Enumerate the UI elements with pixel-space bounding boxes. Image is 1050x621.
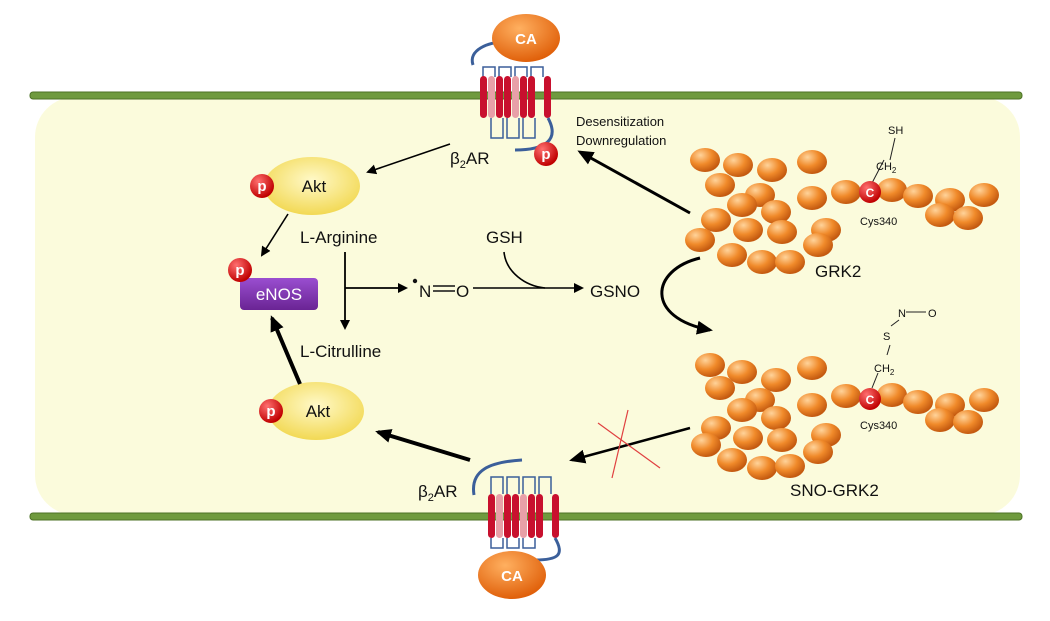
grk2-bead [701,208,731,232]
grk2-bead [685,228,715,252]
sno-grk2-bead [691,433,721,457]
akt-label-top: Akt [302,177,327,196]
sno-grk2-bead [831,384,861,408]
no-n-label: N [419,282,431,301]
grk2-bead [969,183,999,207]
grk2-bead [775,250,805,274]
grk2-bead [757,158,787,182]
grk2-bead [831,180,861,204]
enos-label: eNOS [256,285,302,304]
sno-grk2-bead [797,393,827,417]
cell-cytoplasm [35,97,1020,515]
grk2-bead [723,153,753,177]
s-label: S [883,331,890,343]
sno-grk2-bead [803,440,833,464]
grk2-bead [925,203,955,227]
nitric-oxide: N O [412,278,469,301]
sno-grk2-bead [747,456,777,480]
b2ar-label-top: β2AR [450,149,490,171]
sh-label: SH [888,125,903,137]
arrow-akt-to-enos [260,213,289,257]
p-label-akt-top: p [257,178,266,195]
sno-grk2-bead [767,428,797,452]
ligand-ca-bottom: CA [478,551,546,599]
cys340-label-bottom: Cys340 [860,420,897,432]
p-label-enos: p [235,262,244,279]
sno-grk2-protein [691,353,999,480]
sno-grk2-bead [727,398,757,422]
grk2-bead [747,250,777,274]
phospho-b2ar-top: p [534,142,558,166]
akt-top: Akt p [250,157,360,215]
grk2-bead [803,233,833,257]
grk2-bead [797,150,827,174]
arrow-grk2-to-sno-grk2 [660,256,713,335]
cys340-bottom: N O S CH2 C Cys340 [859,308,937,432]
c-label-top: C [866,186,875,200]
grk2-protein [685,148,999,274]
grk2-bead [767,220,797,244]
p-label-akt-bottom: p [266,403,275,420]
grk2-bead [903,184,933,208]
grk2-bead [705,173,735,197]
cys340-label-top: Cys340 [860,216,897,228]
sno-grk2-bead [733,426,763,450]
arrow-gsh-join [503,251,546,289]
sno-grk2-bead [695,353,725,377]
l-citrulline-label: L-Citrulline [300,342,381,361]
grk2-bead [717,243,747,267]
arrow-b2ar-to-akt-bottom [375,429,471,462]
ch2-label-top: CH2 [876,161,897,175]
b2ar-receptor-bottom [472,458,561,562]
inhibition-cross [597,409,661,479]
grk2-bead [761,200,791,224]
l-arginine-label: L-Arginine [300,228,378,247]
grk2-bead [733,218,763,242]
grk2-bead [690,148,720,172]
desensitization-label: Desensitization [576,114,664,129]
grk2-bead [953,206,983,230]
sno-grk2-bead [969,388,999,412]
sno-grk2-bead [717,448,747,472]
ligand-ca-top: CA [492,14,560,62]
no-o-label: O [456,282,469,301]
grk2-bead [797,186,827,210]
sno-grk2-bead [903,390,933,414]
sno-grk2-bead [797,356,827,380]
sno-grk2-bead [953,410,983,434]
gsno-label: GSNO [590,282,640,301]
b2ar-receptor-top [470,40,554,152]
sno-grk2-bead [727,360,757,384]
akt-bottom: Akt p [259,382,364,440]
sno-grk2-bead [761,406,791,430]
akt-label-bottom: Akt [306,402,331,421]
arrow-b2ar-to-akt [366,143,451,175]
gsh-label: GSH [486,228,523,247]
grk2-label: GRK2 [815,262,861,281]
sno-grk2-bead [925,408,955,432]
cys340-top: SH CH2 C Cys340 [859,125,903,228]
n-label: N [898,308,906,320]
grk2-bead [727,193,757,217]
downregulation-label: Downregulation [576,133,666,148]
b2ar-label-bottom: β2AR [418,482,458,504]
arrow-sno-grk2-to-b2ar [569,426,691,464]
c-label-bottom: C [866,393,875,407]
grk2-bead [877,178,907,202]
enos: eNOS p [228,258,318,310]
arrows [260,143,713,464]
ca-label-top: CA [515,31,537,48]
ch2-label-bottom: CH2 [874,363,895,377]
sno-grk2-bead [705,376,735,400]
sno-grk2-bead [775,454,805,478]
sno-grk2-label: SNO-GRK2 [790,481,879,500]
sno-grk2-bead [877,383,907,407]
p-label-b2ar: p [541,146,550,163]
o-label: O [928,308,937,320]
arrow-akt-to-enos-bottom [270,315,302,385]
arrow-grk2-to-b2ar [577,150,691,215]
ca-label-bottom: CA [501,568,523,585]
sno-grk2-bead [761,368,791,392]
